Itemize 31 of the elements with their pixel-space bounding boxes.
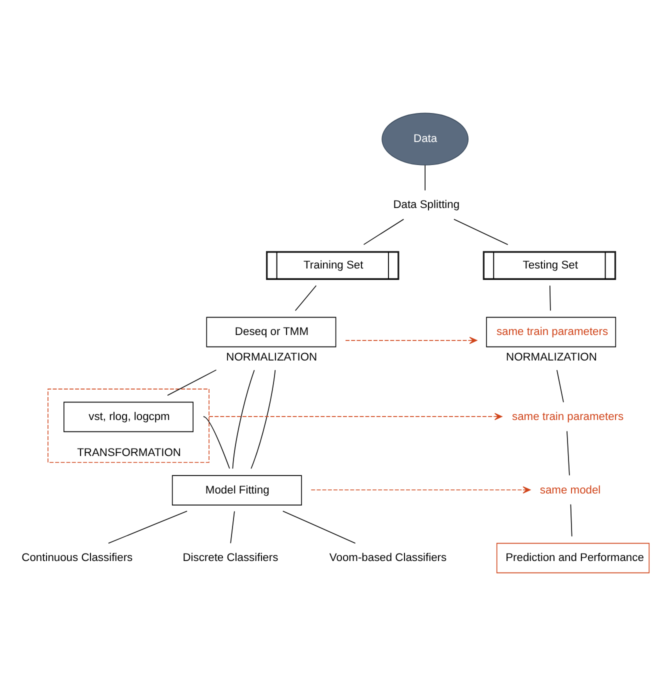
connector — [250, 369, 276, 469]
connector — [566, 430, 570, 476]
node-text: Continuous Classifiers — [22, 552, 133, 564]
connector — [570, 504, 572, 536]
node-box: Deseq or TMM — [206, 316, 336, 347]
node-text: Data Splitting — [393, 198, 460, 211]
connector — [363, 218, 404, 244]
connector — [294, 284, 317, 311]
connector — [282, 510, 356, 544]
node-text: Voom-based Classifiers — [329, 552, 447, 564]
arrow — [310, 486, 531, 494]
node-box: same train parameters — [486, 316, 616, 347]
arrow — [345, 336, 478, 344]
connector — [230, 510, 235, 544]
node-label: NORMALIZATION — [506, 351, 597, 364]
connector — [556, 369, 564, 402]
connector — [550, 284, 551, 311]
node-box: Prediction and Performance — [496, 542, 650, 573]
node-text: Discrete Classifiers — [182, 552, 278, 564]
node-text: same train parameters — [512, 410, 624, 422]
node-box: vst, rlog, logcpm — [64, 401, 194, 432]
node-box: Model Fitting — [172, 474, 302, 505]
arrow — [208, 412, 502, 420]
connector — [203, 416, 230, 468]
connector — [108, 510, 188, 544]
node-label: NORMALIZATION — [226, 351, 318, 364]
connector — [454, 218, 508, 245]
connector — [424, 164, 426, 190]
connector — [232, 369, 255, 469]
node-text: same model — [540, 484, 601, 496]
node-ellipse: Data — [382, 112, 469, 165]
